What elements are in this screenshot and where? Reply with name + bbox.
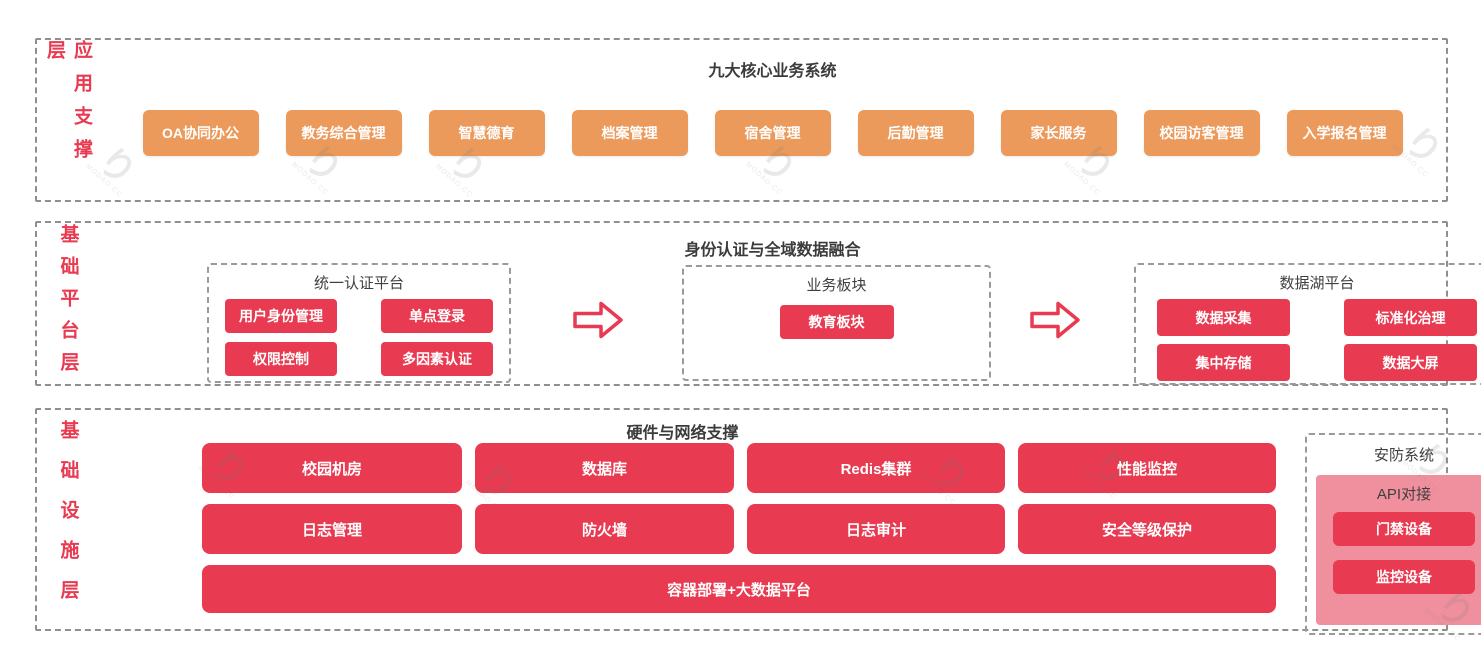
layer3-title: 硬件与网络支撑: [626, 425, 739, 442]
btn-dorm-mgmt[interactable]: 宿舍管理: [714, 110, 831, 156]
btn-moral-education[interactable]: 智慧德育: [428, 110, 545, 156]
btn-academic-mgmt[interactable]: 教务综合管理: [285, 110, 402, 156]
layer-app-support-label: 应用支撑层: [37, 40, 99, 200]
group-business-modules-title: 业务板块: [806, 277, 867, 294]
btn-education-module[interactable]: 教育板块: [779, 305, 894, 339]
btn-permission-control[interactable]: 权限控制: [225, 342, 337, 376]
btn-enrollment-mgmt[interactable]: 入学报名管理: [1286, 110, 1403, 156]
layer-label-text: 基础平台层: [57, 223, 79, 384]
arrow-right-icon: [1029, 300, 1081, 340]
btn-log-mgmt[interactable]: 日志管理: [202, 504, 462, 554]
layer-base-platform: 基础平台层 身份认证与全域数据融合 统一认证平台 用户身份管理 单点登录 权限控…: [35, 221, 1481, 386]
layer-base-platform-content: 身份认证与全域数据融合 统一认证平台 用户身份管理 单点登录 权限控制 多因素认…: [99, 223, 1481, 385]
api-integration-box: API对接 门禁设备 监控设备: [1316, 475, 1481, 625]
api-integration-title: API对接: [1376, 486, 1432, 503]
group-business-modules: 业务板块 教育板块: [682, 265, 991, 381]
group-data-lake: 数据湖平台 数据采集 标准化治理 集中存储 数据大屏: [1134, 263, 1481, 385]
infra-grid: 校园机房 数据库 Redis集群 性能监控 日志管理 防火墙 日志审计 安全等级…: [202, 443, 1276, 613]
btn-mfa[interactable]: 多因素认证: [381, 342, 493, 376]
core-systems-row: OA协同办公 教务综合管理 智慧德育 档案管理 宿舍管理 后勤管理 家长服务 校…: [99, 110, 1446, 156]
layer-app-support-content: 九大核心业务系统 OA协同办公 教务综合管理 智慧德育 档案管理 宿舍管理 后勤…: [99, 40, 1446, 200]
btn-oa-office[interactable]: OA协同办公: [142, 110, 259, 156]
btn-log-audit[interactable]: 日志审计: [747, 504, 1005, 554]
layer-label-text: 应用支撑层: [44, 40, 92, 172]
btn-monitor-device[interactable]: 监控设备: [1333, 560, 1475, 594]
btn-performance-monitor[interactable]: 性能监控: [1018, 443, 1276, 493]
layer-infrastructure-content: 硬件与网络支撑 校园机房 数据库 Redis集群 性能监控 日志管理 防火墙 日…: [99, 410, 1481, 635]
btn-user-identity[interactable]: 用户身份管理: [225, 299, 337, 333]
btn-firewall[interactable]: 防火墙: [475, 504, 734, 554]
btn-door-access-device[interactable]: 门禁设备: [1333, 512, 1475, 546]
btn-data-dashboard[interactable]: 数据大屏: [1344, 344, 1477, 381]
group-unified-auth: 统一认证平台 用户身份管理 单点登录 权限控制 多因素认证: [207, 263, 511, 383]
btn-security-protection[interactable]: 安全等级保护: [1018, 504, 1276, 554]
btn-visitor-mgmt[interactable]: 校园访客管理: [1143, 110, 1260, 156]
group-data-lake-grid: 数据采集 标准化治理 集中存储 数据大屏: [1136, 299, 1481, 381]
layer-infrastructure-label: 基础设施层: [37, 410, 99, 629]
layer-infrastructure: 基础设施层 硬件与网络支撑 校园机房 数据库 Redis集群 性能监控 日志管理…: [35, 408, 1481, 635]
group-unified-auth-grid: 用户身份管理 单点登录 权限控制 多因素认证: [209, 299, 509, 376]
btn-standard-governance[interactable]: 标准化治理: [1344, 299, 1477, 336]
group-data-lake-title: 数据湖平台: [1279, 275, 1355, 292]
arrow-right-icon: [572, 300, 624, 340]
btn-parent-service[interactable]: 家长服务: [1000, 110, 1117, 156]
btn-sso[interactable]: 单点登录: [381, 299, 493, 333]
btn-logistics-mgmt[interactable]: 后勤管理: [857, 110, 974, 156]
security-system-title: 安防系统: [1373, 447, 1434, 464]
btn-data-collection[interactable]: 数据采集: [1157, 299, 1290, 336]
btn-archive-mgmt[interactable]: 档案管理: [571, 110, 688, 156]
layer1-title: 九大核心业务系统: [708, 63, 837, 80]
layer-label-text: 基础设施层: [57, 419, 79, 620]
layer-app-support: 应用支撑层 九大核心业务系统 OA协同办公 教务综合管理 智慧德育 档案管理 宿…: [35, 38, 1448, 202]
btn-redis-cluster[interactable]: Redis集群: [747, 443, 1005, 493]
btn-container-bigdata[interactable]: 容器部署+大数据平台: [202, 565, 1276, 613]
layer-base-platform-label: 基础平台层: [37, 223, 99, 384]
group-unified-auth-title: 统一认证平台: [313, 275, 404, 292]
layer2-title: 身份认证与全域数据融合: [684, 242, 861, 259]
security-system-box: 安防系统 API对接 门禁设备 监控设备: [1305, 433, 1481, 635]
btn-campus-server-room[interactable]: 校园机房: [202, 443, 462, 493]
btn-central-storage[interactable]: 集中存储: [1157, 344, 1290, 381]
btn-database[interactable]: 数据库: [475, 443, 734, 493]
